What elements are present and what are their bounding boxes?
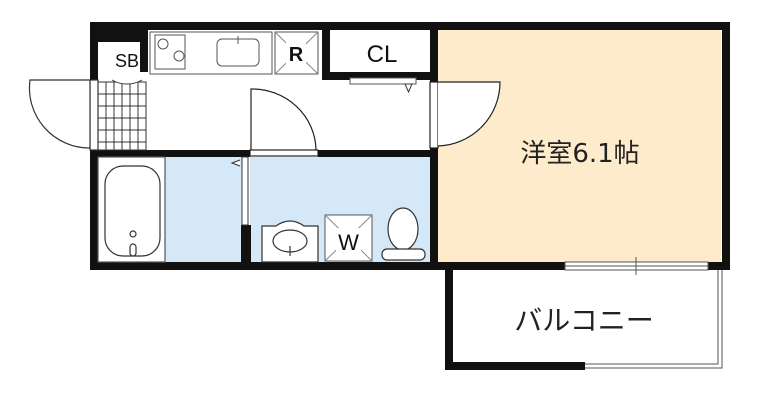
- kitchen-counter: [149, 31, 273, 75]
- stove-burner-icon: [173, 50, 185, 62]
- balcony-window[interactable]: [564, 257, 709, 275]
- room-door[interactable]: [429, 81, 501, 149]
- toilet: [381, 207, 426, 261]
- bath-door[interactable]: [230, 156, 249, 226]
- entrance-tiles: [97, 79, 147, 151]
- bath-floor: [165, 157, 242, 262]
- western-room-label: 洋室6.1帖: [520, 139, 639, 169]
- wash-basin: [261, 220, 319, 263]
- entrance-door[interactable]: [28, 79, 99, 151]
- balcony-label: バルコニー: [514, 304, 653, 337]
- stove-burner-icon: [157, 38, 169, 50]
- washroom-door[interactable]: [249, 88, 319, 157]
- western-room-floor: [438, 30, 721, 263]
- walls: [90, 22, 730, 370]
- washing-machine-label: W: [338, 230, 359, 255]
- bathtub: [97, 156, 166, 263]
- closet: [330, 30, 430, 72]
- shoe-box-label: SB: [115, 51, 139, 71]
- washing-machine: W: [324, 214, 373, 262]
- refrigerator-label: R: [289, 44, 304, 66]
- balcony-railing: [585, 270, 723, 369]
- closet-label: CL: [367, 41, 398, 68]
- refrigerator: R: [274, 31, 319, 75]
